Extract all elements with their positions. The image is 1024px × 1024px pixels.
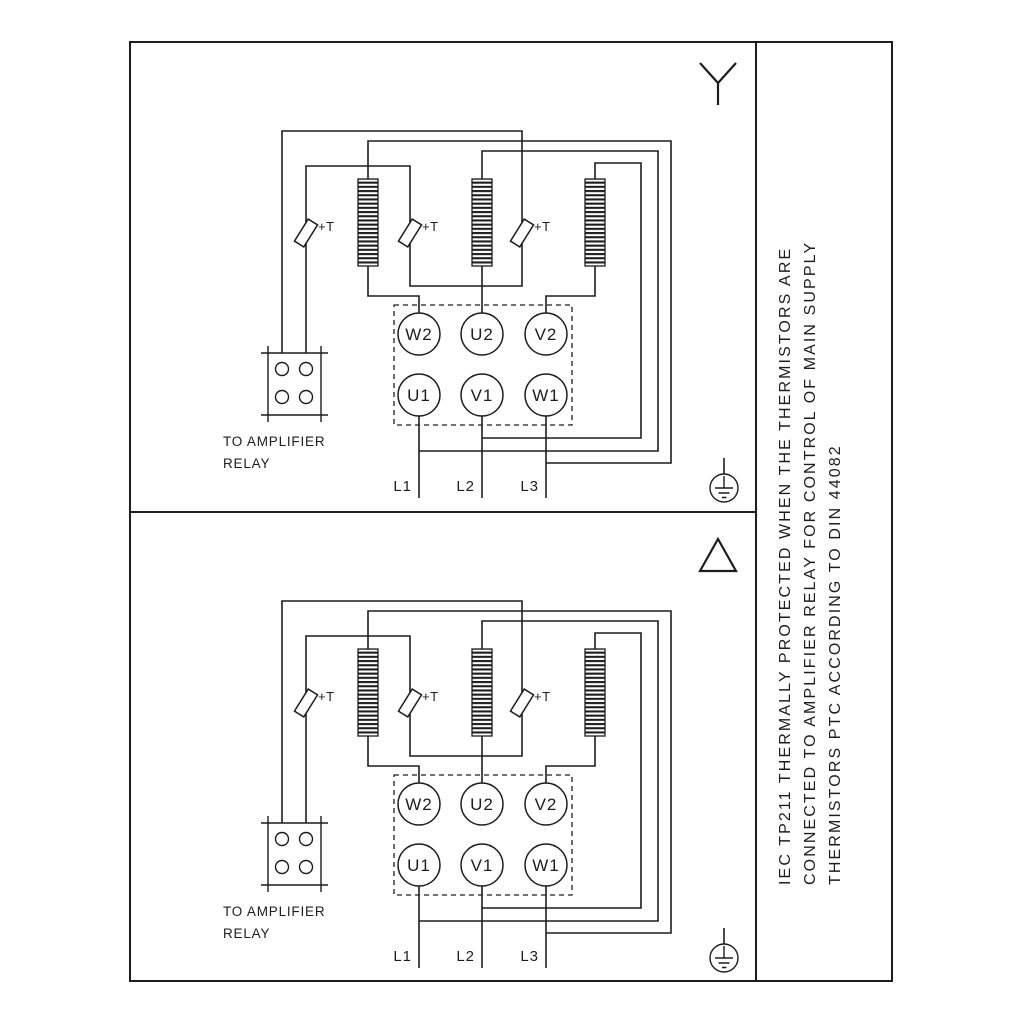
earth-ground-icon bbox=[709, 928, 739, 973]
terminal-U1: U1 bbox=[397, 843, 441, 887]
terminal-V2-label: V2 bbox=[535, 325, 558, 344]
side-note-column: IEC TP211 THERMALLY PROTECTED WHEN THE T… bbox=[757, 43, 891, 980]
motor-winding-3 bbox=[584, 178, 606, 267]
terminal-V1-label: V1 bbox=[471, 856, 494, 875]
relay-pin bbox=[298, 361, 314, 377]
terminal-W2: W2 bbox=[397, 312, 441, 356]
thermistor-1: +T bbox=[293, 688, 335, 718]
thermistor-3: +T bbox=[509, 688, 551, 718]
supply-L2-label: L2 bbox=[456, 948, 475, 965]
motor-winding-3 bbox=[584, 648, 606, 737]
terminal-U1-label: U1 bbox=[407, 856, 431, 875]
thermistor-3-label: +T bbox=[534, 689, 551, 704]
motor-winding-1 bbox=[357, 648, 379, 737]
side-note-text: IEC TP211 THERMALLY PROTECTED WHEN THE T… bbox=[757, 43, 891, 980]
terminal-V1-label: V1 bbox=[471, 386, 494, 405]
terminal-V2: V2 bbox=[524, 312, 568, 356]
side-note-line-2: CONNECTED TO AMPLIFIER RELAY FOR CONTROL… bbox=[802, 240, 819, 885]
relay-pin bbox=[298, 389, 314, 405]
terminal-W2-label: W2 bbox=[405, 325, 433, 344]
thermistor-2: +T bbox=[397, 688, 439, 718]
earth-ground-icon bbox=[709, 458, 739, 503]
terminal-V1: V1 bbox=[460, 373, 504, 417]
diagram-column: +T +T +T W2 U2 bbox=[131, 43, 757, 980]
supply-L2-label: L2 bbox=[456, 478, 475, 495]
delta-wiring-diagram: +T +T +T W2 U2 bbox=[223, 536, 739, 973]
delta-connection-icon bbox=[698, 536, 738, 573]
relay-pin bbox=[274, 859, 290, 875]
star-connection-icon bbox=[699, 62, 737, 105]
terminal-board-outline bbox=[393, 774, 573, 896]
amplifier-relay-terminal-block bbox=[261, 816, 328, 892]
thermistor-1-label: +T bbox=[318, 689, 335, 704]
side-note-line-1: IEC TP211 THERMALLY PROTECTED WHEN THE T… bbox=[777, 246, 794, 885]
terminal-W1: W1 bbox=[524, 843, 568, 887]
terminal-U2-label: U2 bbox=[470, 795, 494, 814]
terminal-U1-label: U1 bbox=[407, 386, 431, 405]
thermistor-1: +T bbox=[293, 218, 335, 248]
relay-caption-line2: RELAY bbox=[223, 926, 270, 941]
side-note-line-3: THERMISTORS PTC ACCORDING TO DIN 44082 bbox=[827, 444, 844, 885]
relay-caption-line1: TO AMPLIFIER bbox=[223, 904, 325, 919]
relay-pin bbox=[274, 389, 290, 405]
relay-pin bbox=[298, 831, 314, 847]
relay-pin bbox=[274, 361, 290, 377]
wiring bbox=[281, 600, 672, 968]
terminal-W1-label: W1 bbox=[532, 386, 560, 405]
motor-winding-2 bbox=[471, 178, 493, 267]
relay-caption-line1: TO AMPLIFIER bbox=[223, 434, 325, 449]
amplifier-relay-terminal-block bbox=[261, 346, 328, 422]
terminal-U2: U2 bbox=[460, 312, 504, 356]
relay-pin bbox=[298, 859, 314, 875]
supply-L3-label: L3 bbox=[520, 478, 539, 495]
motor-winding-2 bbox=[471, 648, 493, 737]
thermistor-2-label: +T bbox=[422, 689, 439, 704]
terminal-board-outline bbox=[393, 304, 573, 426]
wiring bbox=[281, 130, 672, 498]
supply-L1-label: L1 bbox=[393, 948, 412, 965]
terminal-U2-label: U2 bbox=[470, 325, 494, 344]
terminal-W1-label: W1 bbox=[532, 856, 560, 875]
relay-caption-line2: RELAY bbox=[223, 456, 270, 471]
terminal-V2: V2 bbox=[524, 782, 568, 826]
terminal-V1: V1 bbox=[460, 843, 504, 887]
supply-L1-label: L1 bbox=[393, 478, 412, 495]
motor-winding-1 bbox=[357, 178, 379, 267]
relay-pin bbox=[274, 831, 290, 847]
drawing-frame: +T +T +T W2 U2 bbox=[129, 41, 893, 982]
star-connection-panel: +T +T +T W2 U2 bbox=[131, 43, 755, 513]
thermistor-3-label: +T bbox=[534, 219, 551, 234]
star-wiring-diagram: +T +T +T W2 U2 bbox=[223, 62, 739, 503]
delta-connection-panel: +T +T +T W2 U2 bbox=[131, 513, 755, 980]
supply-L3-label: L3 bbox=[520, 948, 539, 965]
thermistor-1-label: +T bbox=[318, 219, 335, 234]
terminal-W1: W1 bbox=[524, 373, 568, 417]
terminal-V2-label: V2 bbox=[535, 795, 558, 814]
terminal-W2: W2 bbox=[397, 782, 441, 826]
terminal-U2: U2 bbox=[460, 782, 504, 826]
thermistor-3: +T bbox=[509, 218, 551, 248]
terminal-W2-label: W2 bbox=[405, 795, 433, 814]
terminal-U1: U1 bbox=[397, 373, 441, 417]
thermistor-2-label: +T bbox=[422, 219, 439, 234]
thermistor-2: +T bbox=[397, 218, 439, 248]
